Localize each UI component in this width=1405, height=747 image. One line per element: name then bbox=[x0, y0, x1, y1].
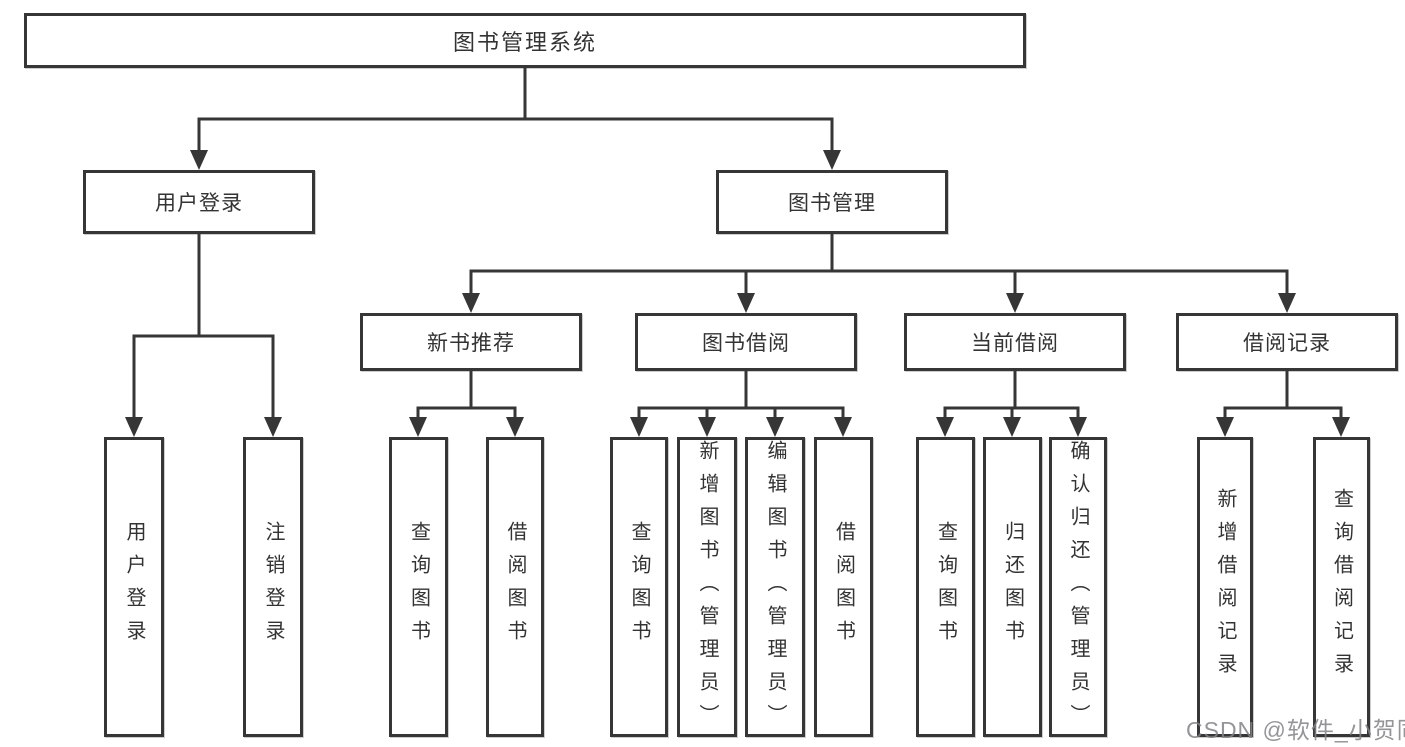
arrowheads bbox=[125, 150, 1350, 437]
leaf-current-return: 归还图书 bbox=[983, 437, 1042, 737]
leaf-current-query: 查询图书 bbox=[916, 437, 975, 737]
leaf-bookborrow-query: 查询图书 bbox=[610, 437, 668, 737]
arrowhead bbox=[264, 417, 282, 437]
leaf-newbooks-borrow: 借阅图书 bbox=[486, 437, 544, 737]
arrowhead bbox=[834, 417, 852, 437]
arrowhead bbox=[1278, 293, 1296, 313]
arrowhead bbox=[1332, 417, 1350, 437]
leaf-bookborrow-edit-admin: 编辑图书（管理员） bbox=[745, 437, 805, 737]
leaf-newbooks-query: 查询图书 bbox=[389, 437, 448, 737]
connector-book-borrow-branch bbox=[637, 406, 845, 420]
arrowhead bbox=[1069, 417, 1087, 437]
arrowhead bbox=[1006, 293, 1024, 313]
leaf-logout: 注销登录 bbox=[243, 437, 303, 737]
arrowhead bbox=[506, 417, 524, 437]
node-book-borrow: 图书借阅 bbox=[635, 313, 857, 371]
connector-book-mgmt-branch bbox=[469, 269, 1289, 293]
watermark: CSDN @软件_小贺同学 bbox=[1186, 717, 1405, 743]
arrowhead bbox=[462, 293, 480, 313]
connector-level1-branch bbox=[197, 117, 834, 153]
connector-user-login-branch bbox=[132, 334, 275, 420]
arrowhead bbox=[823, 150, 841, 170]
connector-new-books-branch bbox=[416, 406, 517, 420]
leaf-records-add: 新增借阅记录 bbox=[1197, 437, 1253, 737]
arrowhead bbox=[1003, 417, 1021, 437]
arrowhead bbox=[936, 417, 954, 437]
arrowhead bbox=[190, 150, 208, 170]
node-new-books: 新书推荐 bbox=[360, 313, 582, 371]
arrowhead bbox=[698, 417, 716, 437]
arrowhead bbox=[125, 417, 143, 437]
node-user-login: 用户登录 bbox=[83, 170, 315, 234]
arrowhead bbox=[737, 293, 755, 313]
node-book-mgmt: 图书管理 bbox=[716, 170, 948, 234]
connector-borrow-records-branch bbox=[1223, 406, 1343, 420]
leaf-bookborrow-borrow: 借阅图书 bbox=[814, 437, 873, 737]
leaf-user-login: 用户登录 bbox=[104, 437, 164, 737]
arrowhead bbox=[766, 417, 784, 437]
node-current-borrow: 当前借阅 bbox=[904, 313, 1126, 371]
node-borrow-records: 借阅记录 bbox=[1176, 313, 1398, 371]
arrowhead bbox=[1216, 417, 1234, 437]
leaf-bookborrow-add-admin: 新增图书（管理员） bbox=[677, 437, 737, 737]
leaf-records-query: 查询借阅记录 bbox=[1313, 437, 1370, 737]
leaf-current-confirm-admin: 确认归还（管理员） bbox=[1049, 437, 1107, 737]
node-root: 图书管理系统 bbox=[24, 13, 1026, 68]
arrowhead bbox=[409, 417, 427, 437]
arrowhead bbox=[630, 417, 648, 437]
